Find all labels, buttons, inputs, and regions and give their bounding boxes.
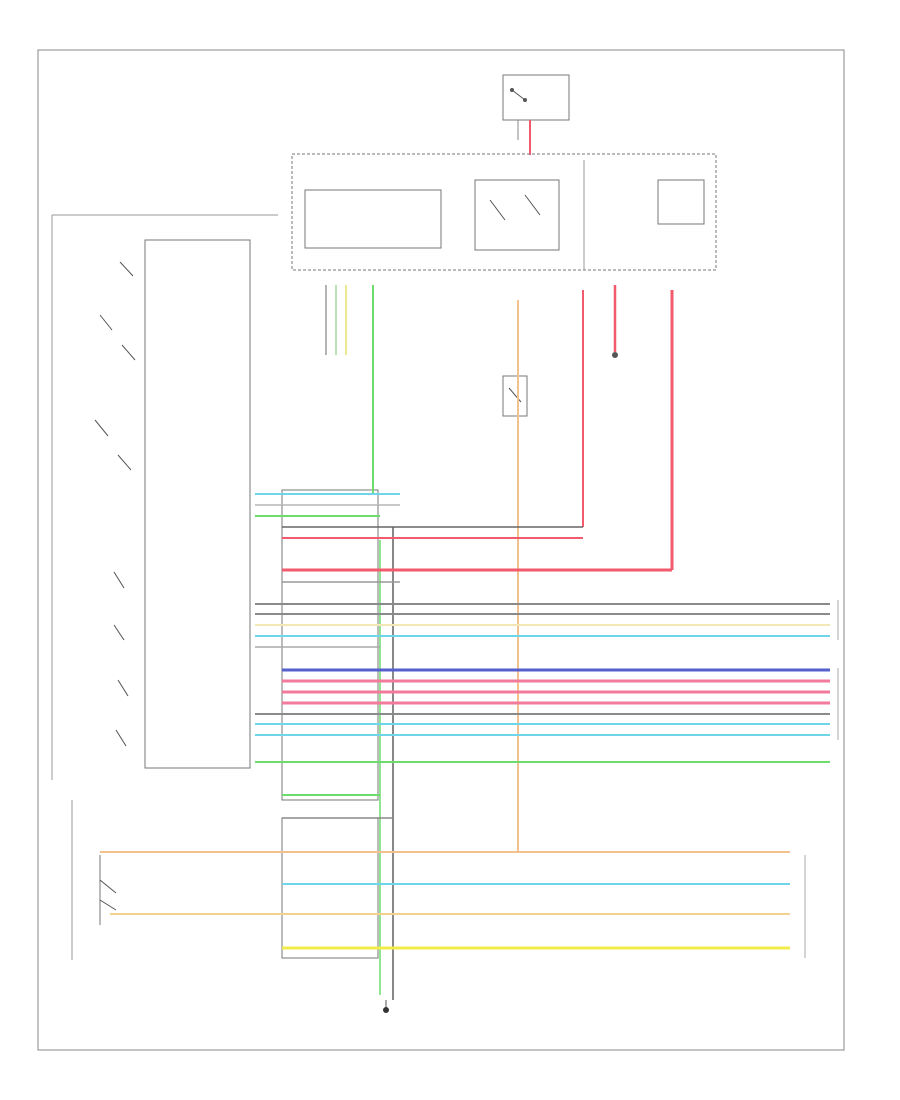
vertical-wires (325, 285, 674, 1000)
power-distribution-box (612, 285, 618, 358)
top-fuse-block (502, 74, 570, 155)
right-terminals (804, 600, 839, 958)
ground-symbol (383, 1000, 389, 1013)
central-module (291, 153, 717, 271)
body-control-module (51, 214, 278, 780)
diagram-frame (37, 49, 845, 1051)
horizontal-wires (100, 493, 830, 950)
blower-motor (502, 375, 528, 417)
switch-group (94, 261, 136, 747)
blower-switch (71, 800, 117, 960)
